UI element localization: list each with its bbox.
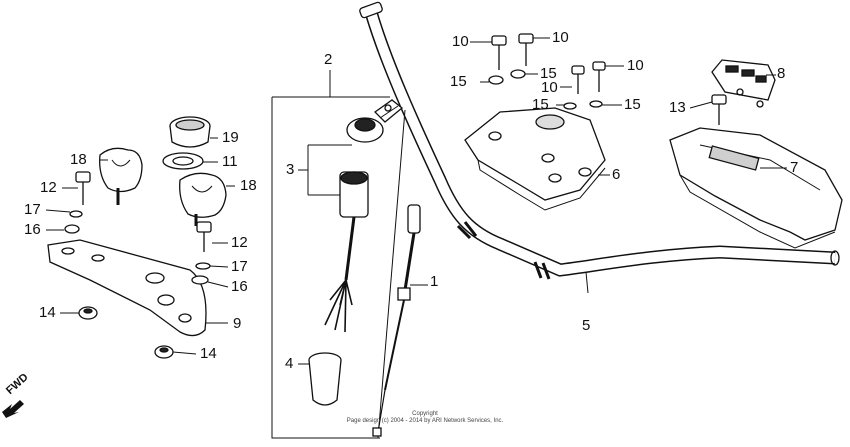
upper-holder-right	[179, 172, 227, 226]
bolt-12-left	[64, 171, 91, 234]
callout-1: 1	[430, 273, 439, 290]
callout-7: 7	[790, 159, 799, 176]
callout-17: 17	[231, 258, 248, 275]
screw-13	[711, 94, 727, 125]
callout-15: 15	[532, 96, 549, 113]
callout-12: 12	[231, 234, 248, 251]
meter-housing	[464, 107, 606, 211]
handlebar	[359, 1, 840, 280]
callout-10: 10	[627, 57, 644, 74]
fwd-arrow-icon	[2, 400, 24, 418]
callout-15: 15	[540, 65, 557, 82]
upper-holder-left	[99, 147, 143, 205]
callout-13: 13	[669, 99, 686, 116]
callout-8: 8	[777, 65, 786, 82]
meter-cover	[669, 127, 843, 249]
callout-5: 5	[582, 317, 591, 334]
callout-11: 11	[222, 153, 238, 170]
washer-11	[162, 152, 204, 170]
callout-12: 12	[40, 179, 57, 196]
copyright-notice: Copyright Page design (c) 2004 - 2014 by…	[330, 411, 520, 425]
switch-cover	[298, 352, 342, 406]
callout-14: 14	[200, 345, 217, 362]
callout-16: 16	[231, 278, 248, 295]
callout-3: 3	[286, 161, 295, 178]
callout-18: 18	[70, 151, 87, 168]
callout-14: 14	[39, 304, 56, 321]
callout-17: 17	[24, 201, 41, 218]
nut-14-right	[154, 345, 174, 359]
copyright-line-2: Page design (c) 2004 - 2014 by ARI Netwo…	[346, 418, 504, 424]
leader-lines	[45, 37, 787, 355]
callout-9: 9	[233, 315, 242, 332]
callout-2: 2	[324, 51, 333, 68]
indicator-panel	[711, 59, 776, 108]
callout-15: 15	[450, 73, 467, 90]
bolts-10-and-washers-15	[488, 33, 606, 110]
callout-19: 19	[222, 129, 239, 146]
callout-18: 18	[240, 177, 257, 194]
callout-16: 16	[24, 221, 41, 238]
callout-6: 6	[612, 166, 621, 183]
ignition-group-box	[271, 70, 406, 439]
tachometer-cable	[372, 204, 428, 437]
nut-14-left	[78, 306, 98, 320]
callout-15: 15	[624, 96, 641, 113]
callout-10: 10	[541, 79, 558, 96]
ignition-switch	[346, 99, 404, 143]
cap-19	[169, 116, 211, 148]
handlebar-bracket-plate	[47, 239, 228, 337]
switch-body	[298, 144, 369, 333]
bolt-12-right	[191, 221, 212, 285]
copyright-line-1: Copyright	[412, 411, 438, 417]
callout-10: 10	[552, 29, 569, 46]
callout-4: 4	[285, 355, 294, 372]
callout-10: 10	[452, 33, 469, 50]
